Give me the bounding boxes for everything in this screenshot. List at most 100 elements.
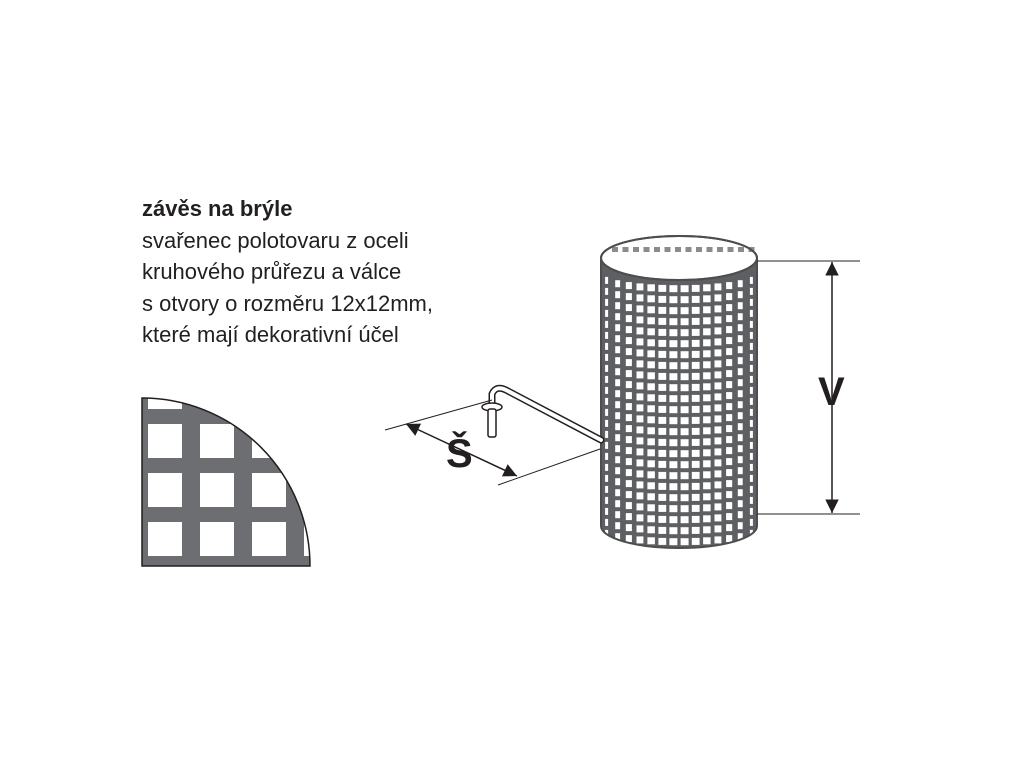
perforation-hole [737,368,743,376]
perforation-hole [304,398,310,409]
perforation-hole [615,522,621,530]
perforation-hole [680,538,689,546]
perforation-hole [658,526,667,534]
perforation-hole [625,458,632,466]
perforation-hole [658,493,667,501]
perforation-hole [625,348,632,356]
perforation-hole [664,247,671,252]
perforation-hole [703,493,711,501]
perforation-hole [605,298,609,306]
perforation-hole [636,459,644,467]
perforation-hole [636,437,644,445]
perforation-hole [737,324,743,332]
perforation-hole [669,494,678,502]
perforation-hole [252,473,286,507]
perforation-hole [636,470,644,478]
perforation-hole [703,471,711,479]
perforation-detail [141,375,390,567]
perforation-hole [749,474,753,482]
perforation-hole [658,383,667,391]
perforation-hole [625,447,632,455]
perforation-hole [691,383,700,391]
perforation-hole [680,428,689,436]
perforation-hole [691,438,700,446]
perforation-hole [691,328,700,336]
perforation-hole [636,382,644,390]
perforation-hole [680,329,689,337]
perforation-hole [703,438,711,446]
perforation-hole [737,280,743,288]
hanger-rod [481,384,605,444]
perforation-hole [714,514,722,522]
perforation-hole [625,524,632,532]
perforation-hole [691,339,700,347]
perforation-hole [737,511,743,519]
perforation-hole [714,360,722,368]
perforation-hole [625,414,632,422]
perforation-hole [605,375,609,383]
perforation-hole [691,416,700,424]
perforation-hole [658,405,667,413]
perforation-hole [605,386,609,394]
perforation-hole [669,285,678,293]
perforation-hole [714,305,722,313]
perforation-hole [356,375,390,409]
perforation-hole [647,460,655,468]
perforation-hole [714,415,722,423]
perforation-hole [703,317,711,325]
perforation-hole [669,505,678,513]
perforation-hole [749,364,753,372]
perforation-hole [647,482,655,490]
perforation-hole [714,448,722,456]
perforation-hole [669,351,678,359]
perforation-hole [200,398,234,409]
perforation-hole [636,514,644,522]
perforation-hole [691,372,700,380]
perforation-hole [654,247,660,252]
perforation-hole [605,353,609,361]
perforation-hole [647,284,655,292]
perforation-hole [680,450,689,458]
width-dimension: Š [384,399,601,486]
perforation-hole [680,417,689,425]
perforation-hole [749,320,753,328]
perforation-hole [658,515,667,523]
perforation-hole [636,525,644,533]
perforation-hole [717,247,723,252]
perforation-hole [714,338,722,346]
perforation-hole [749,518,753,526]
perforation-hole [647,372,655,380]
perforation-hole [200,473,234,507]
perforation-hole [615,467,621,475]
perforation-hole [615,346,621,354]
perforation-hole [625,293,632,301]
perforation-hole [714,404,722,412]
perforation-hole [625,480,632,488]
perforation-hole [680,307,689,315]
perforation-hole [605,331,609,339]
perforation-hole [625,381,632,389]
perforation-hole [703,339,711,347]
perforation-hole [680,494,689,502]
height-label: V [818,370,845,414]
perforation-hole [625,304,632,312]
perforation-hole [691,449,700,457]
perforation-hole [252,522,286,556]
perforation-hole [615,489,621,497]
perforation-hole [636,426,644,434]
perforation-hole [691,295,700,303]
perforation-hole [625,502,632,510]
perforation-hole [726,469,733,477]
perforation-hole [726,524,733,532]
perforation-hole [647,350,655,358]
perforation-hole [749,386,753,394]
perforation-hole [605,452,609,460]
perforation-hole [658,460,667,468]
perforation-hole [615,533,621,541]
perforation-hole [636,404,644,412]
perforation-hole [714,283,722,291]
perforation-hole [703,449,711,457]
perforation-hole [636,481,644,489]
perforation-hole [605,287,609,295]
perforation-hole [658,482,667,490]
